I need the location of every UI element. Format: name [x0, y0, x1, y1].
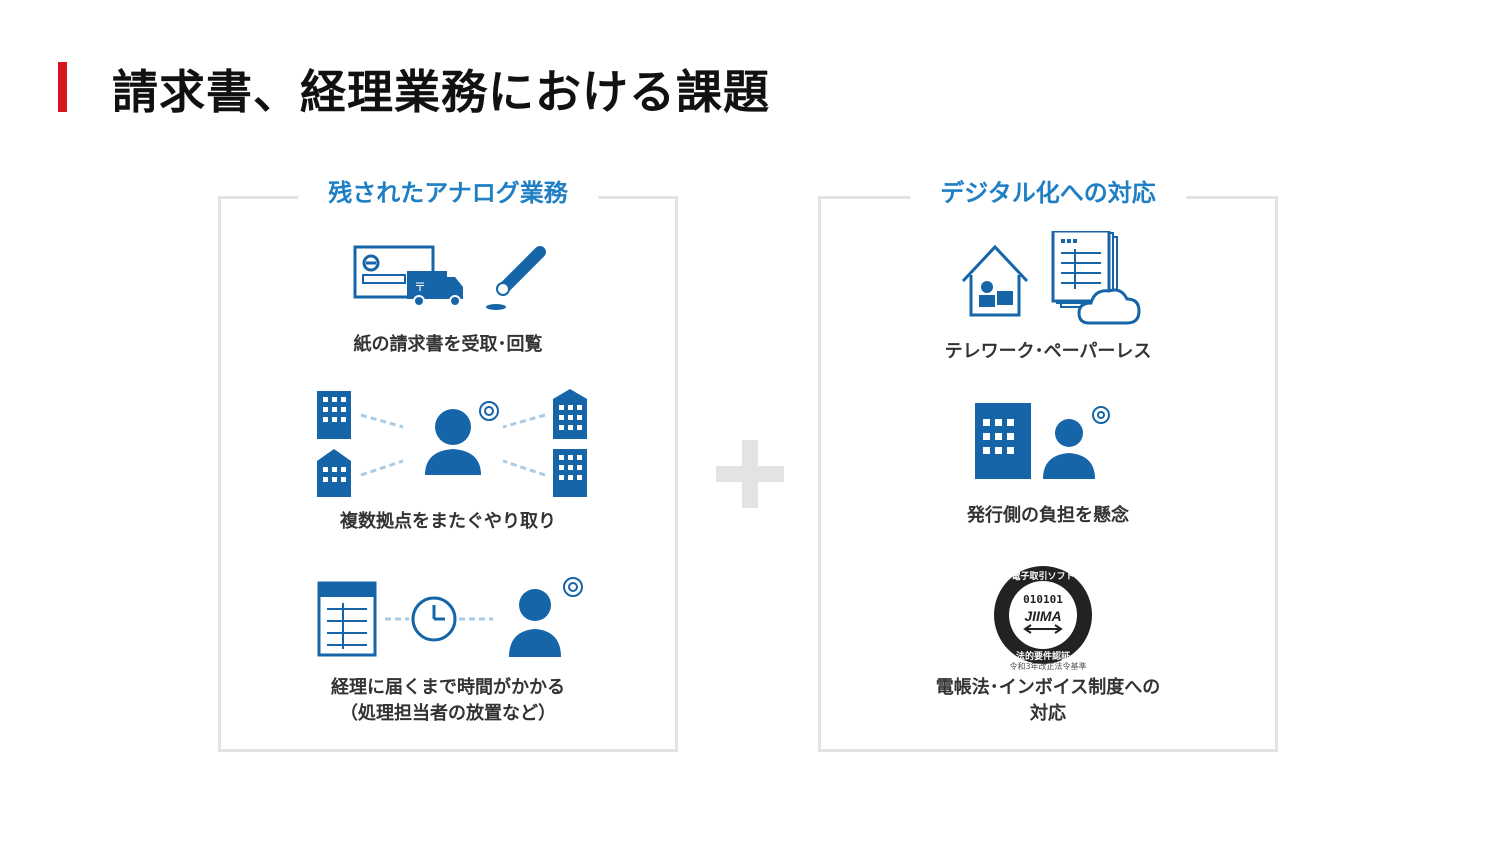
- pen-icon: [486, 246, 546, 310]
- badge-note: 令和3年改正法令基準: [1009, 662, 1087, 671]
- paper-invoice-illustration: 〒: [353, 245, 546, 310]
- caption-issuer-burden: 発行側の負担を懸念: [967, 505, 1129, 526]
- caption-line-1: 電帳法･インボイス制度への: [935, 677, 1161, 698]
- telework-illustration: [961, 231, 1141, 325]
- badge-inner-circle: [1009, 581, 1077, 649]
- badge-arrow-icon: [1023, 624, 1063, 634]
- building-icon: [975, 403, 1031, 479]
- badge-top-text: 電子取引ソフト: [1011, 570, 1074, 582]
- plus-icon: [716, 440, 784, 508]
- badge-brand: JIIMA: [1024, 608, 1061, 624]
- processing-delay-illustration: [317, 577, 583, 657]
- house-telework-icon: [961, 244, 1029, 317]
- digitalization-panel: デジタル化への対応 テレワーク･ペーパーレス: [818, 173, 1278, 752]
- panel-title-digital: デジタル化への対応: [910, 173, 1186, 208]
- caption-multi-site: 複数拠点をまたぐやり取り: [340, 511, 556, 532]
- building-icon: [553, 449, 587, 497]
- title-accent-bar: [58, 62, 67, 112]
- delivery-truck-icon: 〒: [407, 271, 463, 307]
- person-confused-icon: [425, 401, 499, 475]
- badge-bottom-text: 法的要件認証: [1016, 650, 1070, 662]
- caption-line-2: （処理担当者の放置など）: [340, 703, 556, 724]
- caption-compliance: 電帳法･インボイス制度への 対応: [821, 675, 1275, 727]
- caption-telework: テレワーク･ペーパーレス: [944, 341, 1152, 362]
- building-icon: [317, 449, 351, 497]
- caption-paper-invoice: 紙の請求書を受取･回覧: [353, 334, 543, 355]
- spreadsheet-icon: [317, 581, 377, 657]
- clock-icon: [411, 596, 457, 642]
- cloud-icon: [1077, 288, 1141, 325]
- panel-title-analog: 残されたアナログ業務: [298, 173, 598, 208]
- analog-tasks-panel: 残されたアナログ業務 〒 紙の請求書を受取･回覧: [218, 173, 678, 752]
- svg-text:〒: 〒: [414, 280, 426, 294]
- person-confused-icon: [1043, 406, 1110, 479]
- issuer-burden-illustration: [975, 403, 1110, 479]
- caption-line-2: 対応: [1030, 703, 1066, 724]
- caption-line-1: 経理に届くまで時間がかかる: [331, 677, 565, 698]
- caption-processing-delay: 経理に届くまで時間がかかる （処理担当者の放置など）: [221, 675, 675, 727]
- person-confused-icon: [509, 577, 583, 657]
- page-title: 請求書、経理業務における課題: [112, 65, 770, 119]
- building-icon: [317, 391, 351, 439]
- jiima-certification-badge: 電子取引ソフト 010101 JIIMA 法的要件認証: [994, 566, 1092, 664]
- building-icon: [553, 389, 587, 439]
- arrow-icon: [360, 413, 546, 477]
- badge-code: 010101: [1023, 593, 1063, 606]
- multi-site-illustration: [317, 389, 587, 497]
